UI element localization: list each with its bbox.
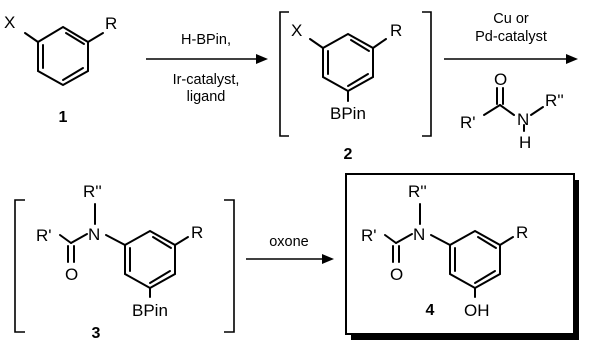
amidation-catalyst-line-1: Cu or [493,11,529,27]
compound-4-structure [384,203,514,298]
compound-2-bpin-label: BPin [330,104,366,123]
compound-4-r2-label: R'' [408,182,427,201]
compound-3-structure [59,203,189,298]
compound-3-n-label: N [88,225,100,244]
compound-3-left-bracket [14,199,25,333]
compound-3-right-bracket [224,199,235,333]
amidation-step: Cu or Pd-catalyst R' O N R'' H [444,11,578,152]
compound-4: R'' R' N O R OH 4 [345,173,579,340]
compound-4-r-label: R [516,223,528,242]
compound-2: X R BPin 2 [279,11,432,163]
borylation-step: H-BPin, Ir-catalyst, ligand [146,32,268,105]
compound-2-r-label: R [390,21,402,40]
amide-r1-label: R' [460,113,476,132]
compound-4-number: 4 [426,302,435,319]
compound-3-number: 3 [92,325,101,342]
compound-3-r2-label: R'' [83,182,102,201]
compound-4-r1-label: R' [361,226,377,245]
compound-4-o-label: O [390,265,403,284]
compound-4-oh-label: OH [464,301,490,320]
compound-3-r1-label: R' [36,226,52,245]
oxidation-reagent: oxone [269,234,309,250]
product-box [345,173,575,335]
compound-1-x-label: X [4,13,15,32]
compound-3-bpin-label: BPin [132,301,168,320]
amidation-catalyst-line-2: Pd-catalyst [475,29,547,45]
amide-o-label: O [494,70,507,89]
amide-n-label: N [517,110,529,129]
reaction-arrow-3-head [322,254,334,264]
compound-1-ring [24,25,104,87]
compound-1-number: 1 [59,109,68,126]
oxidation-step: oxone [246,234,334,264]
compound-2-right-bracket [422,11,432,137]
compound-3-r-label: R [191,223,203,242]
compound-3: R'' R' N O R BPin 3 [14,182,235,342]
compound-3-o-label: O [65,265,78,284]
compound-2-left-bracket [279,11,289,137]
amide-reagent: R' O N R'' H [460,70,564,152]
borylation-ligand: ligand [187,89,226,105]
borylation-reagent: H-BPin, [181,32,231,48]
reaction-arrow-2-head [566,54,578,64]
compound-2-ring [309,32,387,102]
compound-1: X R 1 [4,13,117,126]
borylation-catalyst: Ir-catalyst, [173,72,240,88]
compound-2-x-label: X [291,21,302,40]
amide-h-label: H [519,133,531,152]
amide-r2-label: R'' [545,91,564,110]
reaction-arrow-1-head [256,54,268,64]
compound-4-n-label: N [413,225,425,244]
compound-1-r-label: R [105,14,117,33]
compound-2-number: 2 [344,146,353,163]
